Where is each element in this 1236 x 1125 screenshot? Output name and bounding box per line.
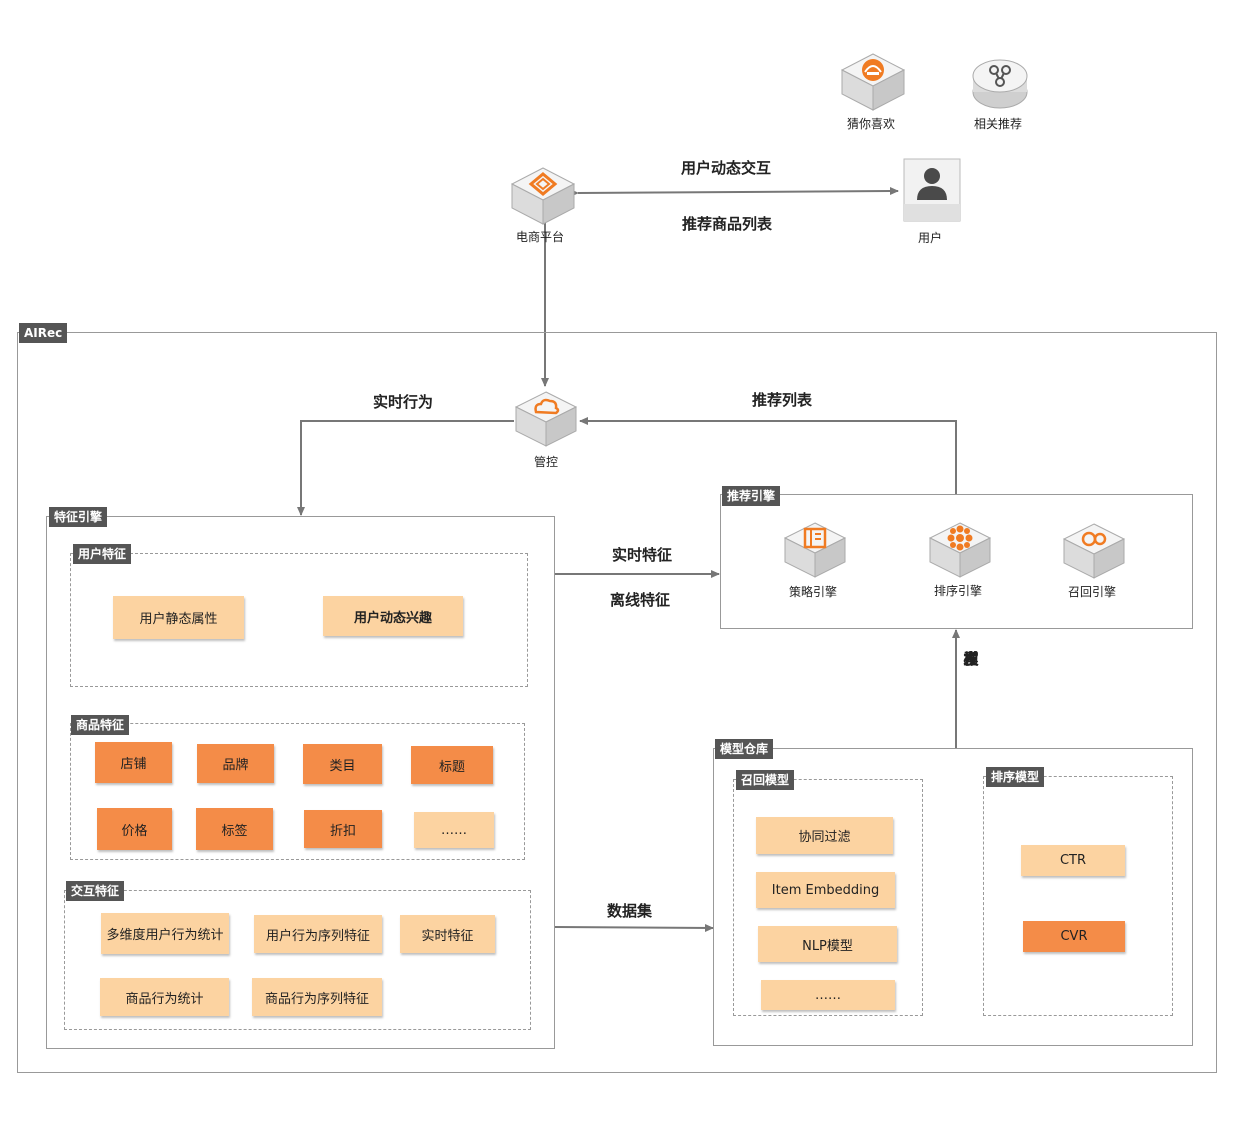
strategy-engine-label: 策略引擎 bbox=[789, 585, 838, 599]
guess-you-like-node bbox=[838, 50, 908, 114]
realtime-behavior-label: 实时行为 bbox=[373, 393, 434, 411]
feature-item: 类目 bbox=[303, 744, 382, 784]
user-dynamic-interaction-label: 用户动态交互 bbox=[681, 159, 772, 177]
ranking-engine-label: 排序引擎 bbox=[934, 584, 983, 598]
feature-item: 用户静态属性 bbox=[113, 596, 244, 639]
user-features-tag: 用户特征 bbox=[73, 544, 132, 564]
feature-item: 价格 bbox=[97, 808, 172, 850]
feature-item: …… bbox=[414, 812, 494, 848]
feature-engine-tag: 特征引擎 bbox=[49, 507, 108, 527]
control-node bbox=[512, 388, 580, 450]
ranking-models-group bbox=[983, 776, 1173, 1016]
feature-item: 折扣 bbox=[304, 810, 382, 848]
feature-item: 用户行为序列特征 bbox=[254, 915, 382, 953]
cloud-control-icon bbox=[514, 391, 578, 447]
airec-frame bbox=[17, 332, 1217, 1073]
recall-engine-icon bbox=[1062, 523, 1126, 579]
ecommerce-platform-label: 电商平台 bbox=[516, 230, 565, 244]
recall-models-group bbox=[733, 779, 923, 1016]
model-publish-char: 发 bbox=[963, 650, 979, 668]
ranking-engine-node bbox=[926, 519, 994, 581]
feature-item: 品牌 bbox=[197, 744, 274, 783]
strategy-engine-node bbox=[781, 519, 849, 581]
interaction-features-group bbox=[64, 890, 531, 1030]
recall-engine-node bbox=[1060, 520, 1128, 582]
model-item: 协同过滤 bbox=[756, 817, 893, 854]
recall-models-tag: 召回模型 bbox=[736, 770, 795, 790]
user-avatar-icon bbox=[903, 158, 961, 222]
realtime-behavior-arrow bbox=[297, 420, 514, 516]
recommend-list-arrow bbox=[579, 417, 957, 494]
related-recommend-node bbox=[970, 54, 1030, 112]
model-repo-tag: 模型仓库 bbox=[715, 739, 774, 759]
user-label: 用户 bbox=[918, 231, 943, 245]
model-publish-char: 布 bbox=[963, 650, 979, 668]
guess-you-like-label: 猜你喜欢 bbox=[847, 117, 896, 131]
model-item: NLP模型 bbox=[758, 926, 897, 962]
interaction-features-tag: 交互特征 bbox=[66, 881, 125, 901]
model-item: CVR bbox=[1023, 921, 1125, 952]
feature-item: 标题 bbox=[411, 746, 493, 784]
ecommerce-platform-icon bbox=[510, 167, 576, 225]
recommended-products-list-label: 推荐商品列表 bbox=[682, 215, 773, 233]
airec-tag: AIRec bbox=[19, 323, 68, 343]
model-item: …… bbox=[761, 980, 895, 1010]
dataset-arrow bbox=[554, 923, 714, 932]
ranking-engine-icon bbox=[928, 522, 992, 578]
model-item: Item Embedding bbox=[756, 872, 895, 908]
platform-user-arrow bbox=[569, 187, 899, 198]
realtime-feature-label: 实时特征 bbox=[612, 546, 673, 564]
control-label: 管控 bbox=[534, 455, 559, 469]
product-features-tag: 商品特征 bbox=[71, 715, 130, 735]
feature-item: 商品行为统计 bbox=[100, 978, 229, 1016]
feature-item: 实时特征 bbox=[400, 915, 495, 953]
user-features-group bbox=[70, 553, 528, 687]
guess-you-like-icon bbox=[840, 53, 906, 111]
ranking-models-tag: 排序模型 bbox=[986, 767, 1045, 787]
recommend-engine-tag: 推荐引擎 bbox=[722, 486, 781, 506]
model-publish-char: 模 bbox=[963, 650, 979, 668]
related-recommend-label: 相关推荐 bbox=[974, 117, 1023, 131]
feature-item: 用户动态兴趣 bbox=[323, 596, 463, 636]
offline-feature-label: 离线特征 bbox=[610, 591, 671, 609]
model-item: CTR bbox=[1021, 845, 1125, 876]
product-features-group bbox=[70, 723, 525, 860]
feature-item: 店铺 bbox=[95, 742, 172, 783]
feature-item: 商品行为序列特征 bbox=[252, 978, 382, 1016]
recall-engine-label: 召回引擎 bbox=[1068, 585, 1117, 599]
dataset-label: 数据集 bbox=[607, 902, 653, 920]
ecommerce-platform-node bbox=[508, 164, 578, 228]
user-node bbox=[903, 158, 961, 222]
strategy-engine-icon bbox=[783, 522, 847, 578]
recommend-list-label: 推荐列表 bbox=[752, 391, 813, 409]
model-publish-char: 型 bbox=[963, 650, 979, 668]
related-recommend-icon bbox=[972, 59, 1028, 109]
feature-item: 多维度用户行为统计 bbox=[101, 913, 229, 954]
feature-item: 标签 bbox=[196, 808, 273, 850]
